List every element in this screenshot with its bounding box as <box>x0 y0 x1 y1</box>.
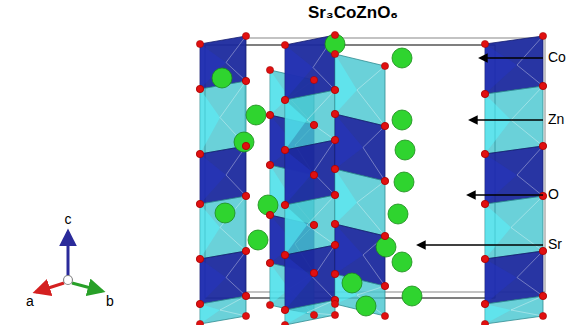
co-octahedron <box>485 36 543 94</box>
atom-label: Zn <box>548 112 564 127</box>
axes <box>36 232 102 292</box>
zn-prism <box>485 196 543 259</box>
atom-label: O <box>548 187 559 202</box>
axis-label: c <box>65 212 72 227</box>
atom-label: Co <box>548 50 566 65</box>
zn-prism <box>200 196 246 259</box>
co-octahedron <box>200 251 246 304</box>
co-octahedron <box>200 146 246 204</box>
zn-prism <box>285 195 335 255</box>
axis-label: b <box>106 294 114 309</box>
zn-prism <box>335 54 385 126</box>
zn-prism <box>285 300 335 325</box>
axis-label: a <box>26 294 34 309</box>
zn-prism <box>200 296 246 324</box>
sr-atoms <box>212 34 422 316</box>
co-octahedron <box>200 36 246 89</box>
zn-prism <box>335 274 385 316</box>
co-octahedron <box>285 140 335 205</box>
o-atoms <box>196 31 546 325</box>
pointer-arrows <box>418 58 543 245</box>
co-octahedron <box>285 245 335 310</box>
zn-prism <box>285 90 335 150</box>
atom-label: Sr <box>548 237 562 252</box>
zn-prism <box>485 296 543 324</box>
co-octahedron <box>485 251 543 304</box>
polyhedra <box>200 35 543 325</box>
title: Sr₃CoZnO₆ <box>308 4 398 23</box>
